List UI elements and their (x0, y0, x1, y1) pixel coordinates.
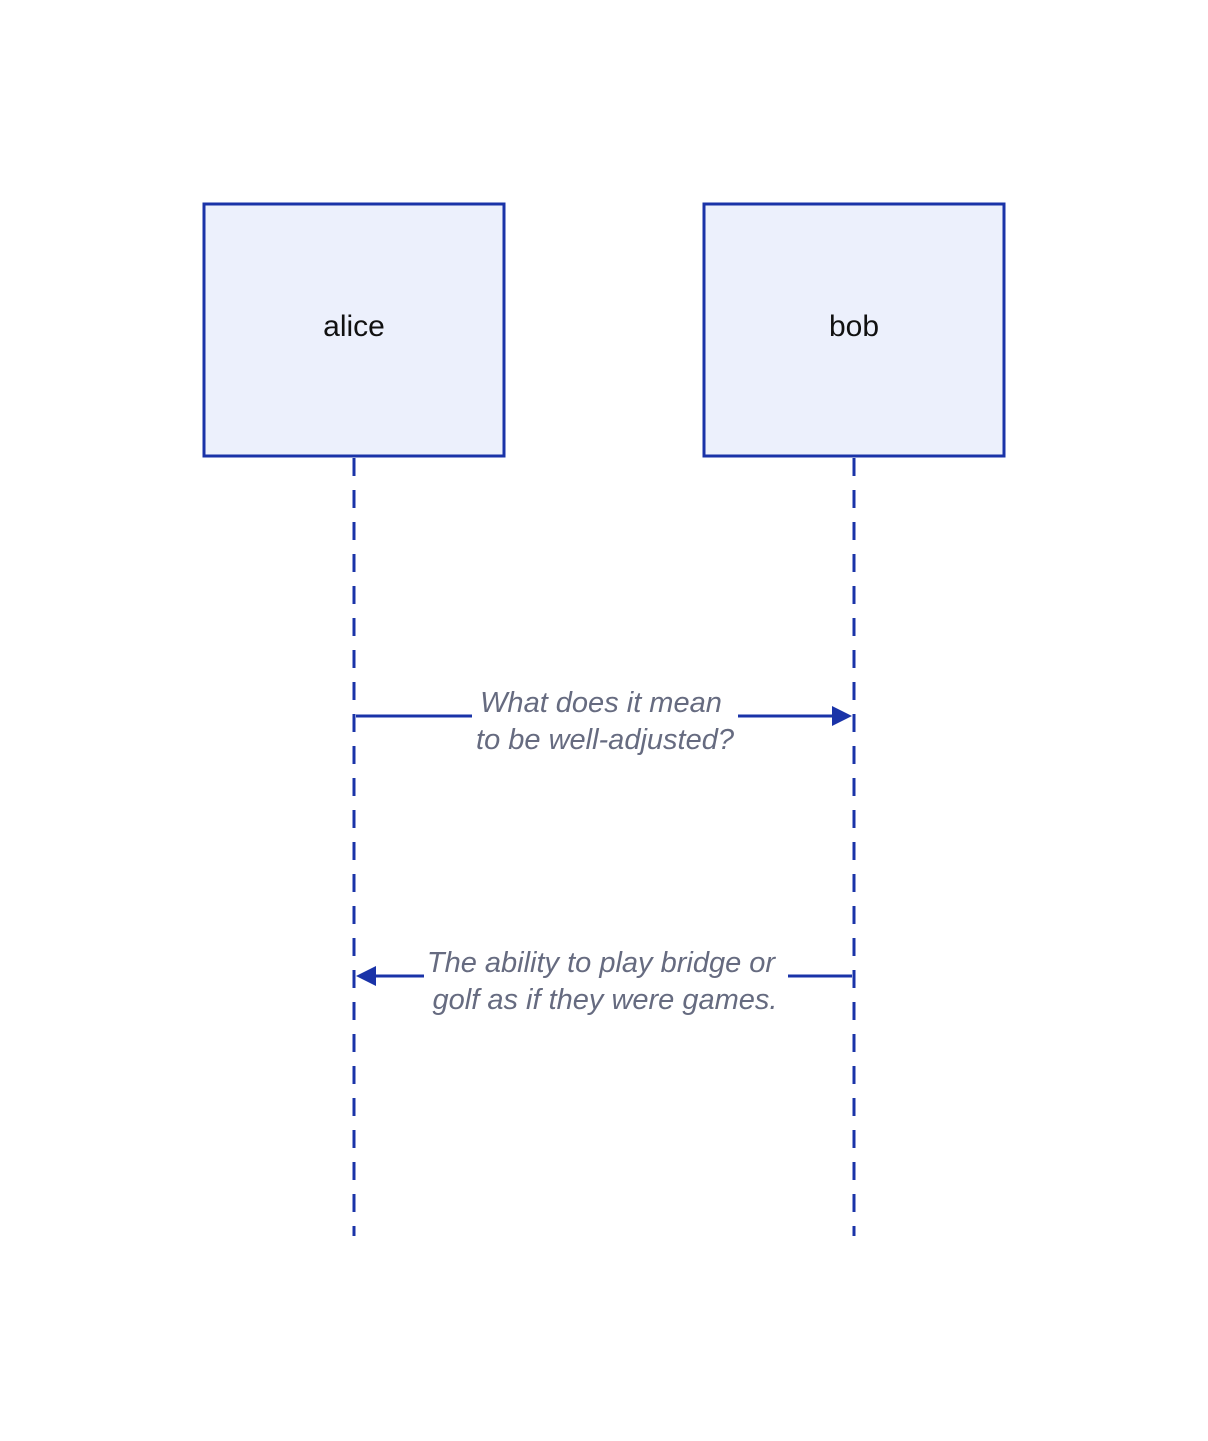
actor-bob: bob (702, 202, 1006, 458)
actor-alice: alice (202, 202, 506, 458)
message-2-label-line-2: golf as if they were games. (433, 984, 778, 1016)
message-2-arrowhead (356, 966, 376, 986)
actor-label-alice: alice (323, 310, 385, 343)
message-1-label: What does it mean to be well-adjusted? (476, 687, 735, 756)
message-2: The ability to play bridge or golf as if… (356, 947, 852, 1016)
message-1-label-line-1: What does it mean (480, 687, 722, 719)
message-1-label-line-2: to be well-adjusted? (476, 724, 735, 756)
actor-box-alice (202, 202, 506, 458)
message-2-label: The ability to play bridge or golf as if… (427, 947, 783, 1016)
message-2-label-line-1: The ability to play bridge or (427, 947, 777, 979)
actor-label-bob: bob (829, 310, 879, 343)
message-1-arrowhead (832, 706, 852, 726)
actor-box-bob (702, 202, 1006, 458)
message-1: What does it mean to be well-adjusted? (356, 687, 852, 756)
